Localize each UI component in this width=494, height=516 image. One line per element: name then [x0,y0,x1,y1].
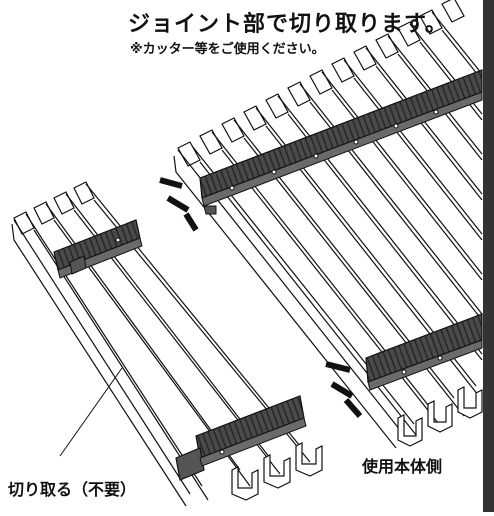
cut-upper-joint [53,219,143,279]
cut-top-ridges [13,181,95,235]
cut-rails [13,183,311,501]
main-body-label: 使用本体側 [362,457,443,476]
main-upper-joint [199,69,483,215]
main-rails [177,11,483,441]
right-edge-bar [483,0,494,512]
cut-channel-ends [231,442,323,501]
cut-lower-joint [175,395,307,481]
main-channel-ends [397,386,483,447]
instruction-note: ※カッター等をご使用ください。 [130,42,325,57]
instruction-title: ジョイント部で切り取ります。 [128,12,448,37]
cut-label-leader [59,367,123,457]
cut-front-edge [11,223,187,507]
cut-marks-lower [325,361,363,418]
main-lower-joint [365,313,483,391]
main-grating [173,0,483,449]
cut-part-label: 切り取る（不要） [8,480,137,499]
main-front-edge [173,155,397,449]
main-rail-top-ridges [177,0,465,167]
cut-marks-upper [159,177,199,232]
cut-grating [11,181,323,507]
